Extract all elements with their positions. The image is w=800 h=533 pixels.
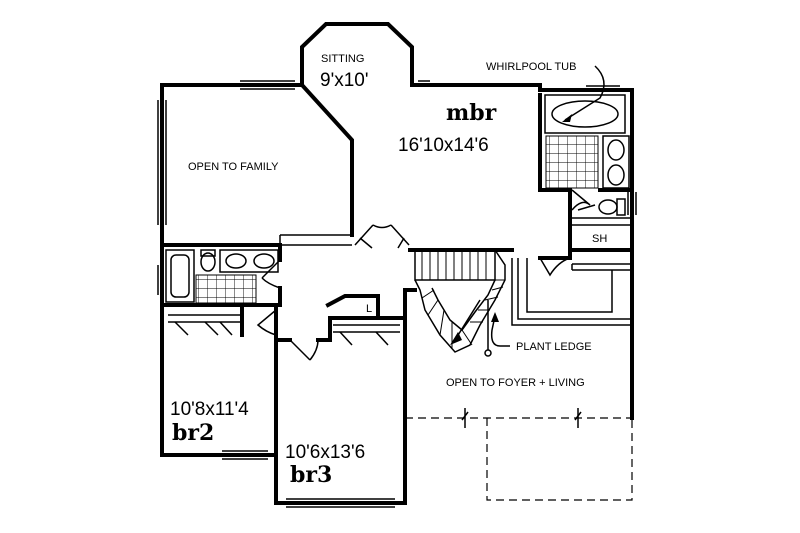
bath-fixtures bbox=[165, 94, 630, 304]
mbr-size: 16'10x14'6 bbox=[398, 135, 489, 156]
windows bbox=[157, 80, 637, 508]
shower-label: SH bbox=[592, 233, 607, 245]
sitting-size: 9'x10' bbox=[320, 70, 368, 91]
doors bbox=[174, 189, 596, 361]
interior-walls bbox=[160, 82, 634, 342]
br2-name: br2 bbox=[172, 420, 214, 446]
linen-label: L bbox=[366, 303, 372, 315]
br3-name: br3 bbox=[290, 462, 332, 488]
open-to-family-label: OPEN TO FAMILY bbox=[188, 161, 279, 173]
br2-size: 10'8x11'4 bbox=[170, 399, 249, 420]
sitting-name: SITTING bbox=[321, 53, 364, 65]
room-labels: SITTING 9'x10' WHIRLPOOL TUB mbr 16'10x1… bbox=[170, 53, 607, 488]
plant-ledge-label: PLANT LEDGE bbox=[516, 341, 592, 353]
mbr-name: mbr bbox=[446, 100, 497, 126]
br3-size: 10'6x13'6 bbox=[285, 442, 365, 463]
exterior-walls bbox=[160, 22, 634, 505]
staircase bbox=[414, 249, 506, 357]
leader-lines bbox=[490, 65, 605, 347]
open-to-foyer-label: OPEN TO FOYER + LIVING bbox=[446, 377, 585, 389]
roof-outline bbox=[405, 408, 633, 501]
whirlpool-label: WHIRLPOOL TUB bbox=[486, 61, 576, 73]
